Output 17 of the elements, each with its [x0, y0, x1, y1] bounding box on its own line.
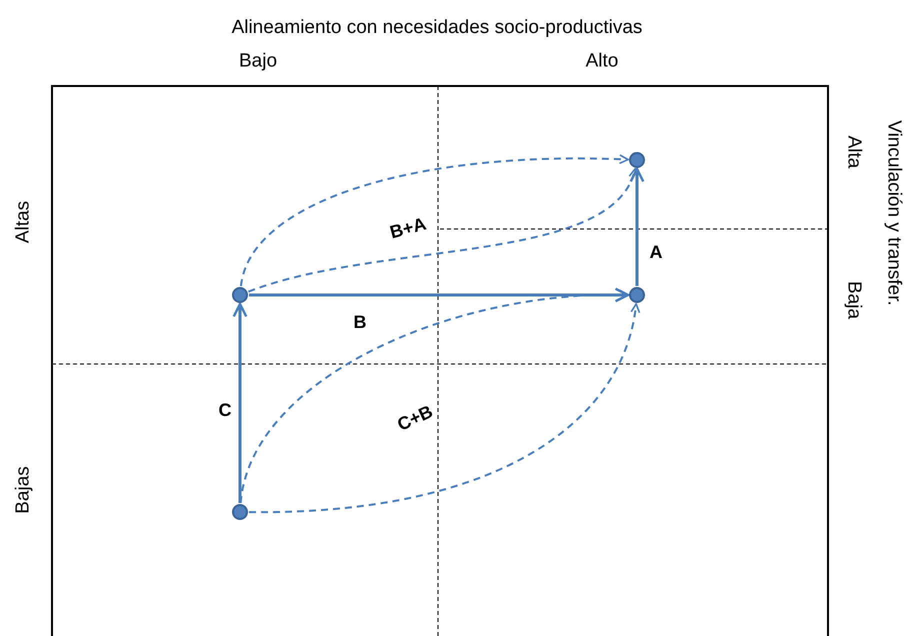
point-marker [629, 152, 645, 168]
axis-title: Alineamiento con necesidades socio-productivas [232, 18, 642, 39]
axis-label: Vinculación y transfer. [882, 120, 904, 306]
dashed-arrow [248, 168, 637, 293]
arrow [249, 288, 630, 302]
point-marker [232, 287, 248, 303]
axis-label: Bajas [14, 466, 34, 514]
arrow [232, 302, 248, 503]
point-marker [629, 287, 645, 303]
dashed-arrow [240, 154, 629, 286]
axis-label: Alta [842, 136, 864, 168]
arrow [630, 168, 644, 286]
axis-label: Bajo [238, 52, 278, 72]
point-marker [232, 504, 248, 520]
axis-label: Alto [586, 52, 618, 72]
axis-label: Baja [842, 280, 864, 320]
axis-label: Altas [14, 200, 34, 244]
